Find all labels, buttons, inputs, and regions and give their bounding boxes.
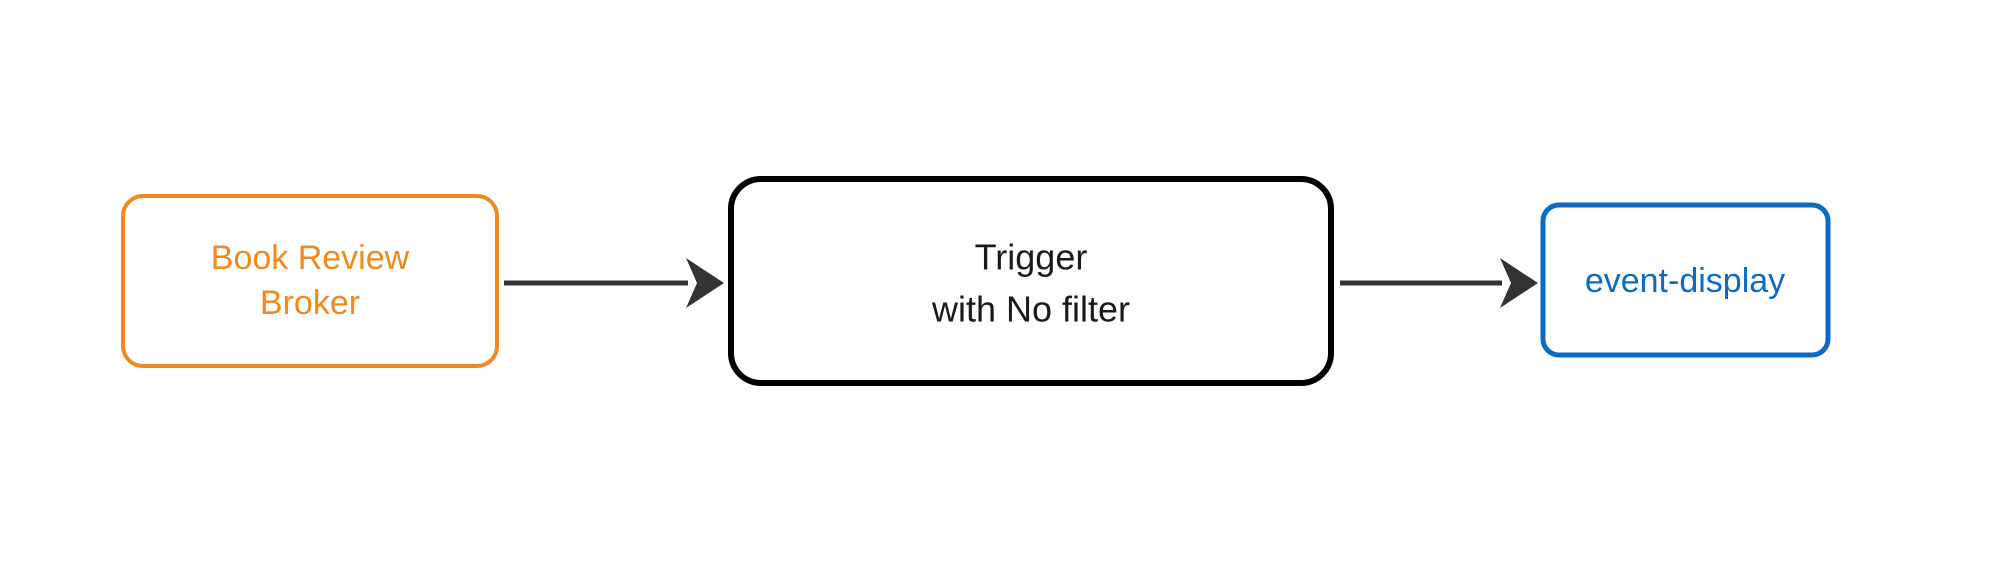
book-review-broker-box xyxy=(121,194,499,368)
trigger-node[interactable]: Trigger with No filter xyxy=(728,176,1334,386)
event-display-label: event-display xyxy=(1585,262,1785,300)
trigger-label-line2: with No filter xyxy=(931,289,1130,330)
trigger-label-line1: Trigger xyxy=(975,237,1088,278)
event-display-box xyxy=(1540,202,1831,358)
arrow-trigger-to-event-display-head xyxy=(1500,258,1538,308)
book-review-broker-node[interactable]: Book Review Broker xyxy=(121,194,499,368)
arrow-broker-to-trigger-head xyxy=(686,258,724,308)
trigger-box xyxy=(728,176,1334,386)
arrow-broker-to-trigger[interactable] xyxy=(504,258,724,308)
book-review-broker-label-line2: Broker xyxy=(260,284,360,322)
book-review-broker-label-line1: Book Review xyxy=(211,239,410,277)
event-display-node[interactable]: event-display xyxy=(1540,202,1831,358)
arrow-trigger-to-event-display[interactable] xyxy=(1340,258,1538,308)
